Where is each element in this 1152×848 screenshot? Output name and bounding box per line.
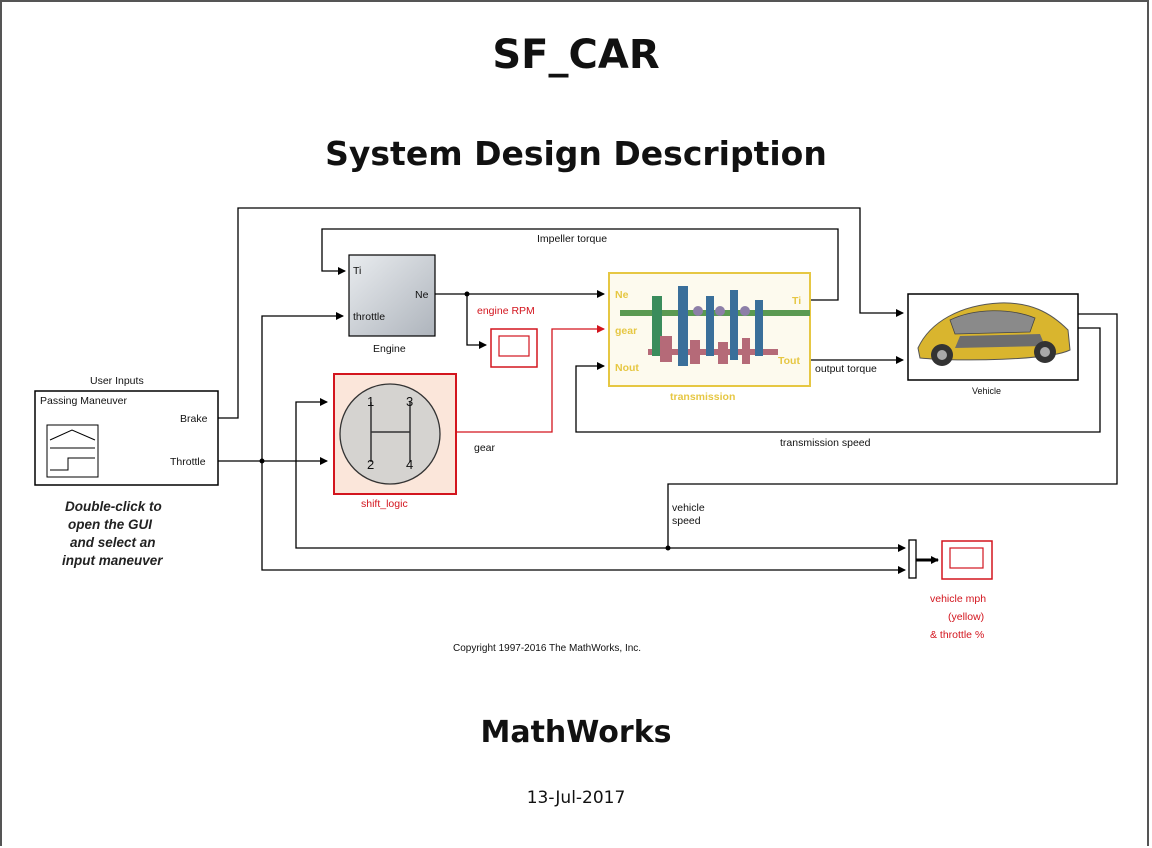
output-torque-label: output torque bbox=[815, 363, 877, 375]
report-date: 13-Jul-2017 bbox=[526, 788, 626, 808]
note-line-4: input maneuver bbox=[62, 553, 163, 568]
engine-block[interactable] bbox=[348, 254, 436, 337]
vehicle-mph-label-3: & throttle % bbox=[930, 629, 984, 641]
vehicle-speed-label-1: vehicle bbox=[672, 502, 705, 514]
throttle-to-mux-wire bbox=[261, 461, 906, 574]
gear-signal-label: gear bbox=[474, 442, 496, 454]
vehicle-label: Vehicle bbox=[972, 386, 1001, 396]
transmission-ne-port: Ne bbox=[615, 289, 629, 301]
engine-throttle-port: throttle bbox=[353, 311, 385, 323]
signal-builder-icon bbox=[46, 424, 99, 478]
user-inputs-label: User Inputs bbox=[90, 375, 144, 387]
shift-logic-label: shift_logic bbox=[361, 498, 408, 510]
throttle-to-engine-wire bbox=[218, 312, 344, 462]
gear-2-label: 2 bbox=[367, 457, 374, 472]
author-company: MathWorks bbox=[480, 715, 672, 750]
impeller-torque-wire bbox=[321, 228, 839, 301]
gear-1-label: 1 bbox=[367, 394, 374, 409]
engine-label: Engine bbox=[373, 343, 406, 355]
gearbox-icon bbox=[620, 286, 810, 366]
report-subtitle: System Design Description bbox=[325, 134, 827, 173]
vehicle-mph-label-1: vehicle mph bbox=[930, 593, 986, 605]
vehicle-speed-wire bbox=[667, 313, 1118, 552]
passing-maneuver-label: Passing Maneuver bbox=[40, 395, 127, 407]
engine-ti-port: Ti bbox=[353, 265, 361, 277]
impeller-torque-label: Impeller torque bbox=[537, 233, 607, 245]
note-line-1: Double-click to bbox=[65, 499, 162, 514]
transmission-nout-port: Nout bbox=[615, 362, 639, 374]
gear-signal-wire bbox=[457, 325, 605, 433]
note-line-3: and select an bbox=[70, 535, 156, 550]
scope-screen-icon bbox=[498, 335, 530, 357]
note-line-2: open the GUI bbox=[68, 517, 152, 532]
transmission-gear-port: gear bbox=[615, 325, 637, 337]
shift-pattern-icon bbox=[370, 402, 411, 462]
report-title: SF_CAR bbox=[492, 32, 660, 78]
mux-block[interactable] bbox=[908, 539, 917, 579]
branch-dot bbox=[665, 545, 671, 551]
vehicle-mph-label-2: (yellow) bbox=[948, 611, 984, 623]
branch-dot bbox=[464, 291, 470, 297]
gear-4-label: 4 bbox=[406, 457, 413, 472]
transmission-speed-wire bbox=[575, 327, 1101, 433]
copyright-text: Copyright 1997-2016 The MathWorks, Inc. bbox=[453, 643, 641, 654]
transmission-label: transmission bbox=[670, 391, 735, 403]
signal-waveform-icon bbox=[49, 429, 96, 471]
transmission-speed-label: transmission speed bbox=[780, 437, 871, 449]
vehicle-speed-label-2: speed bbox=[672, 515, 701, 527]
transmission-ti-port: Ti bbox=[792, 295, 801, 307]
engine-rpm-label: engine RPM bbox=[477, 305, 535, 317]
car-icon bbox=[917, 302, 1071, 366]
scope-screen-icon bbox=[949, 547, 984, 569]
engine-rpm-wire bbox=[466, 294, 487, 349]
engine-ne-port: Ne bbox=[415, 289, 429, 301]
transmission-tout-port: Tout bbox=[778, 355, 800, 367]
throttle-port-label: Throttle bbox=[170, 456, 206, 468]
brake-signal-wire bbox=[218, 207, 904, 419]
brake-port-label: Brake bbox=[180, 413, 208, 425]
gear-shifter-icon bbox=[339, 383, 441, 485]
gear-3-label: 3 bbox=[406, 394, 413, 409]
speed-to-shift-wire bbox=[295, 398, 668, 549]
